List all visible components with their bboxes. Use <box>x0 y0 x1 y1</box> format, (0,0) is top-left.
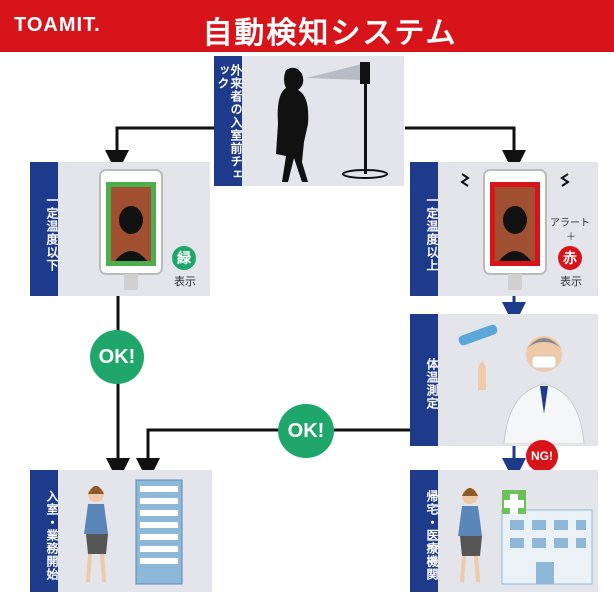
scan-beam <box>306 64 362 80</box>
low-temp-label: 一定温度以下 <box>30 162 59 296</box>
worker-body <box>84 504 108 534</box>
ok-badge-measure: OK! <box>278 404 334 458</box>
scanner-base <box>342 169 388 179</box>
high-temp-label: 一定温度以上 <box>410 162 439 296</box>
worker-skirt <box>86 534 108 554</box>
patient-body <box>458 506 482 536</box>
enter-label: 入室・業務開始 <box>30 470 59 592</box>
measure-label: 体温測定 <box>410 314 439 446</box>
red-indicator: 赤 <box>558 246 582 270</box>
doctor-thermometer-illustration <box>458 324 585 444</box>
ok-badge-low: OK! <box>90 330 144 384</box>
patient-skirt <box>460 536 482 556</box>
connector-start-to-low <box>105 126 215 174</box>
face-silhouette <box>119 206 143 234</box>
office-building <box>135 479 183 585</box>
patient-hair <box>462 488 478 496</box>
worker-hair <box>88 486 104 494</box>
office-entry-illustration <box>84 479 183 585</box>
green-caption: 表示 <box>174 275 196 288</box>
face-silhouette <box>503 206 527 234</box>
thermometer <box>458 324 498 346</box>
doctor-hair <box>526 338 562 350</box>
hospital-illustration <box>458 488 593 585</box>
tablet-green-illustration <box>99 169 163 290</box>
visitor-silhouette <box>276 67 309 182</box>
patient-legs <box>460 555 480 583</box>
alert-text: アラート <box>550 218 590 229</box>
doctor-mask <box>531 355 557 369</box>
header-bar <box>0 0 614 52</box>
worker-legs <box>86 553 106 583</box>
page-title: 自動検知システム <box>202 16 458 51</box>
visitor-scanner-illustration <box>276 62 388 182</box>
ng-badge: NG! <box>526 440 558 472</box>
doctor-hand <box>478 362 486 390</box>
scanner-head <box>360 62 370 84</box>
red-caption: 表示 <box>560 275 582 288</box>
green-indicator: 緑 <box>172 246 196 270</box>
alert-zigzag-right <box>560 173 570 187</box>
brand-logo: TOAMIT. <box>14 14 101 36</box>
home-label: 帰宅・医療機関 <box>410 470 439 592</box>
plus-text: ＋ <box>566 232 576 243</box>
doctor-tie <box>540 386 548 414</box>
alert-zigzag-left <box>460 173 470 187</box>
hospital-cross <box>504 494 524 514</box>
scanner-stand <box>364 84 367 174</box>
tablet-red-illustration <box>460 169 570 290</box>
start-label: 外来者の入室前チェック <box>214 56 243 186</box>
connector-start-to-high <box>405 126 526 174</box>
